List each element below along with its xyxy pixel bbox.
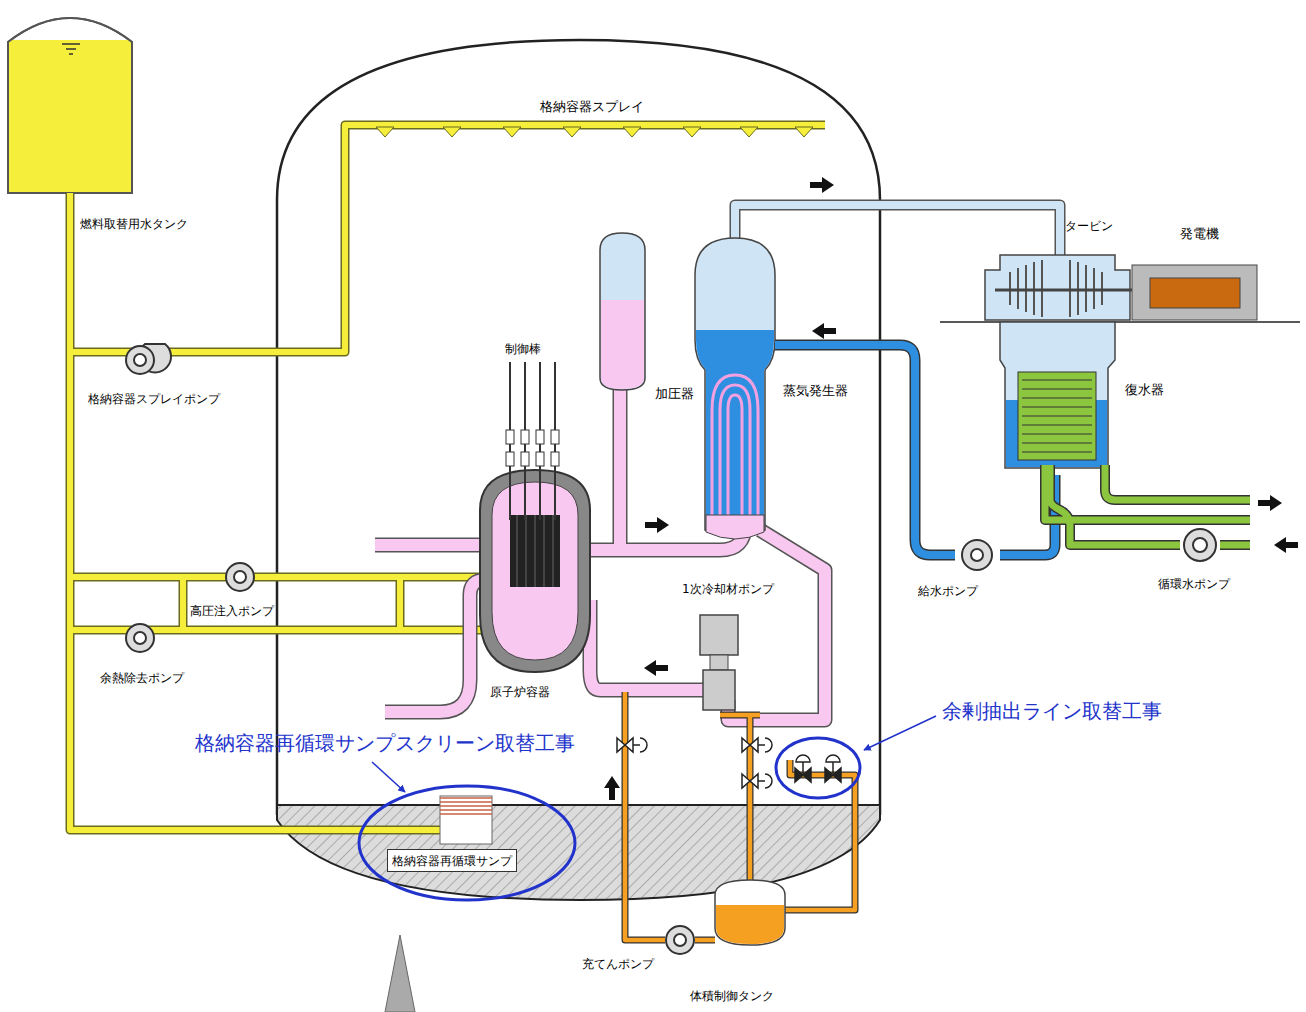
part-label: 格納容器スプレイポンプ xyxy=(88,393,220,407)
label-box: 格納容器再循環サンプ xyxy=(387,849,517,872)
part-label: 制御棒 xyxy=(505,343,541,357)
part-label: 給水ポンプ xyxy=(918,585,978,599)
part-label: 格納容器スプレイ xyxy=(540,100,644,115)
work-callout: 余剰抽出ライン取替工事 xyxy=(942,700,1162,723)
part-label: 原子炉容器 xyxy=(490,686,550,700)
part-label: 1次冷却材ポンプ xyxy=(682,583,774,597)
part-label: 蒸気発生器 xyxy=(783,384,848,399)
part-label: 循環水ポンプ xyxy=(1158,578,1230,592)
part-label: 高圧注入ポンプ xyxy=(190,605,274,619)
part-label: 燃料取替用水タンク xyxy=(80,218,188,232)
part-label: 加圧器 xyxy=(655,387,694,402)
part-label: 復水器 xyxy=(1125,383,1164,398)
part-label: タービン xyxy=(1065,220,1113,234)
work-callout: 格納容器再循環サンプスクリーン取替工事 xyxy=(195,732,575,755)
part-label: 体積制御タンク xyxy=(690,990,774,1004)
part-label: 充てんポンプ xyxy=(582,958,654,972)
node-text: 格納容器再循環サンプ xyxy=(392,854,512,868)
part-label: 余熱除去ポンプ xyxy=(100,672,184,686)
part-label: 発電機 xyxy=(1180,227,1219,242)
